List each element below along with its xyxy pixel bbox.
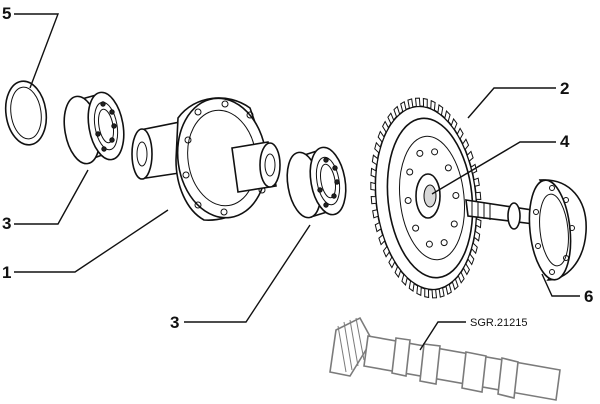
gear-bolt-hole bbox=[440, 239, 448, 247]
gear-tooth bbox=[462, 138, 470, 151]
gear-tooth bbox=[400, 100, 407, 113]
gear-tooth bbox=[445, 283, 452, 296]
gear-tooth bbox=[471, 242, 478, 255]
gear-tooth bbox=[372, 209, 379, 219]
callout-2: 2 bbox=[560, 79, 569, 98]
gear-tooth bbox=[473, 230, 481, 242]
output-flange-shaft bbox=[465, 179, 587, 281]
bearing-left bbox=[63, 91, 125, 165]
gear-tooth bbox=[473, 177, 480, 187]
housing-bolt-holes bbox=[182, 100, 266, 216]
gear-tooth bbox=[377, 130, 385, 144]
gear-tooth bbox=[408, 279, 415, 292]
callout-1: 1 bbox=[2, 263, 11, 282]
gear-bolt-hole bbox=[425, 240, 433, 248]
gear-tooth bbox=[475, 191, 482, 200]
ring-gear-bolt-holes bbox=[404, 148, 460, 248]
bearing-left-balls bbox=[95, 101, 117, 152]
gear-tooth bbox=[387, 112, 395, 125]
gear-tooth bbox=[370, 196, 377, 205]
gear-bolt-hole bbox=[406, 168, 414, 176]
gear-tooth bbox=[388, 256, 396, 269]
gear-tooth bbox=[450, 117, 458, 131]
differential-housing bbox=[131, 97, 281, 221]
gear-tooth bbox=[370, 167, 377, 178]
leader-lines bbox=[14, 13, 580, 351]
gear-bolt-hole bbox=[444, 164, 452, 172]
gear-bolt-hole bbox=[404, 197, 412, 205]
gear-tooth bbox=[422, 97, 428, 109]
reference-code: SGR.21215 bbox=[470, 317, 527, 329]
gear-tooth bbox=[430, 99, 436, 112]
gear-bolt-hole bbox=[452, 191, 460, 199]
gear-tooth bbox=[416, 284, 422, 297]
gear-tooth bbox=[475, 218, 482, 229]
ring-gear-teeth bbox=[370, 97, 482, 299]
gear-tooth bbox=[437, 104, 444, 117]
gear-tooth bbox=[371, 154, 379, 166]
gear-tooth bbox=[407, 98, 414, 109]
gear-tooth bbox=[438, 287, 445, 298]
shaft-collars bbox=[391, 337, 519, 399]
gear-tooth bbox=[370, 181, 376, 191]
gear-tooth bbox=[414, 97, 421, 108]
thrust-washer bbox=[415, 173, 441, 219]
gear-tooth bbox=[382, 245, 390, 258]
reference-pinion-shaft bbox=[329, 316, 561, 401]
gear-tooth bbox=[393, 105, 401, 118]
gear-tooth bbox=[374, 141, 381, 154]
bearing-right-balls bbox=[317, 157, 340, 208]
gear-tooth bbox=[374, 221, 382, 233]
gear-tooth bbox=[424, 287, 430, 299]
callout-6: 6 bbox=[584, 287, 593, 306]
gear-tooth bbox=[378, 234, 386, 246]
gear-tooth bbox=[466, 150, 474, 162]
gear-tooth bbox=[462, 262, 470, 276]
callout-5: 5 bbox=[2, 4, 11, 23]
gear-tooth bbox=[451, 278, 459, 291]
flange-bolt-holes bbox=[533, 185, 575, 275]
bearing-right bbox=[286, 146, 347, 219]
gear-tooth bbox=[401, 273, 408, 286]
gear-tooth bbox=[394, 265, 402, 279]
gear-tooth bbox=[457, 271, 465, 284]
callout-3-left: 3 bbox=[2, 214, 11, 233]
gear-tooth bbox=[382, 120, 390, 134]
gear-bolt-hole bbox=[412, 224, 420, 232]
gear-bolt-hole bbox=[450, 220, 458, 228]
callout-3-right: 3 bbox=[170, 313, 179, 332]
gear-bolt-hole bbox=[431, 148, 439, 156]
gear-bolt-hole bbox=[416, 149, 424, 157]
shaft-splines bbox=[471, 201, 491, 220]
gear-tooth bbox=[431, 288, 438, 299]
gear-tooth bbox=[444, 110, 451, 123]
gear-tooth bbox=[456, 127, 464, 140]
gear-tooth bbox=[467, 252, 475, 266]
pinion-teeth bbox=[337, 317, 365, 373]
callout-4: 4 bbox=[560, 132, 570, 151]
snap-ring bbox=[4, 80, 48, 146]
